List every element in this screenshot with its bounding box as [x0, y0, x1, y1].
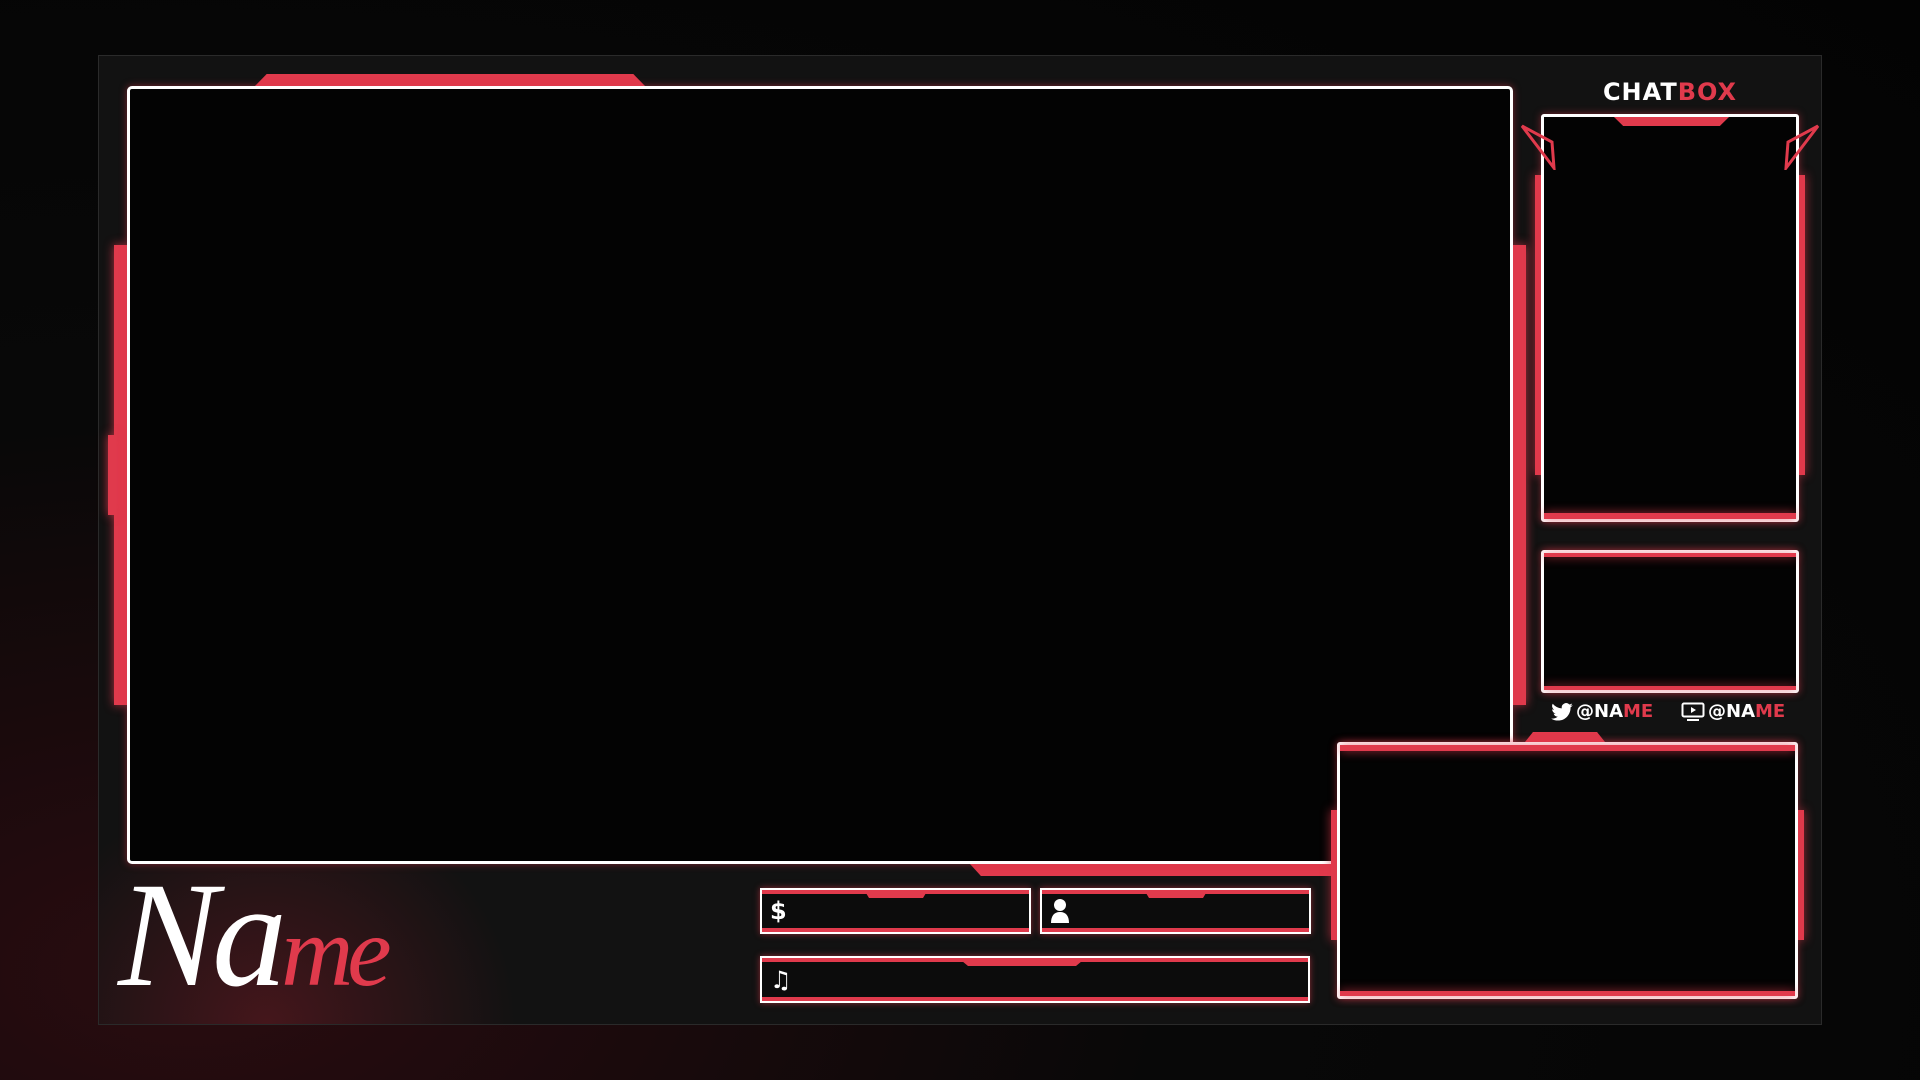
follower-bar: [1040, 888, 1311, 934]
chat-top-tab: [1614, 117, 1729, 126]
donation-bar-tab: [866, 893, 926, 898]
tv-handle: @NAME: [1708, 701, 1786, 722]
social-twitter[interactable]: @NAME: [1551, 701, 1653, 722]
webcam-frame: [1337, 742, 1798, 999]
cam-left-accent: [1331, 810, 1337, 940]
twitter-handle: @NAME: [1576, 701, 1654, 722]
secondary-box-frame: [1541, 550, 1799, 693]
person-icon: [1051, 899, 1069, 923]
dollar-icon: $: [770, 897, 787, 925]
donation-bar: $: [760, 888, 1031, 934]
follower-bar-tab: [1146, 893, 1206, 898]
music-note-icon: ♫: [770, 965, 792, 994]
cam-top-accent: [1525, 732, 1605, 742]
twitter-icon: [1551, 702, 1573, 721]
chat-side-accent-left: [1535, 175, 1541, 475]
main-left-accent-2: [108, 435, 116, 515]
chatbox-title: CHATBOX: [1602, 78, 1738, 106]
chatbox-frame: [1541, 114, 1799, 522]
chat-bottom-accent: [1544, 513, 1796, 519]
music-bar-tab: [962, 961, 1082, 966]
main-right-accent: [1513, 245, 1526, 705]
secondary-box-bottom-accent: [1544, 686, 1796, 690]
wing-right-icon: [1784, 124, 1820, 170]
main-top-accent: [255, 74, 645, 86]
tv-icon: [1681, 702, 1705, 721]
wing-left-icon: [1520, 124, 1556, 170]
streamer-name-logo: Name: [118, 852, 392, 1018]
chat-side-accent-right: [1799, 175, 1805, 475]
main-bottom-accent: [970, 864, 1335, 876]
cam-bottom-inner-accent: [1340, 991, 1795, 996]
cam-right-accent: [1798, 810, 1804, 940]
gameplay-frame: [127, 86, 1513, 864]
social-tv[interactable]: @NAME: [1681, 701, 1785, 722]
main-left-accent: [114, 245, 127, 705]
secondary-box-top-accent: [1544, 553, 1796, 557]
cam-top-inner-accent: [1340, 745, 1795, 751]
music-bar: ♫: [760, 956, 1310, 1003]
